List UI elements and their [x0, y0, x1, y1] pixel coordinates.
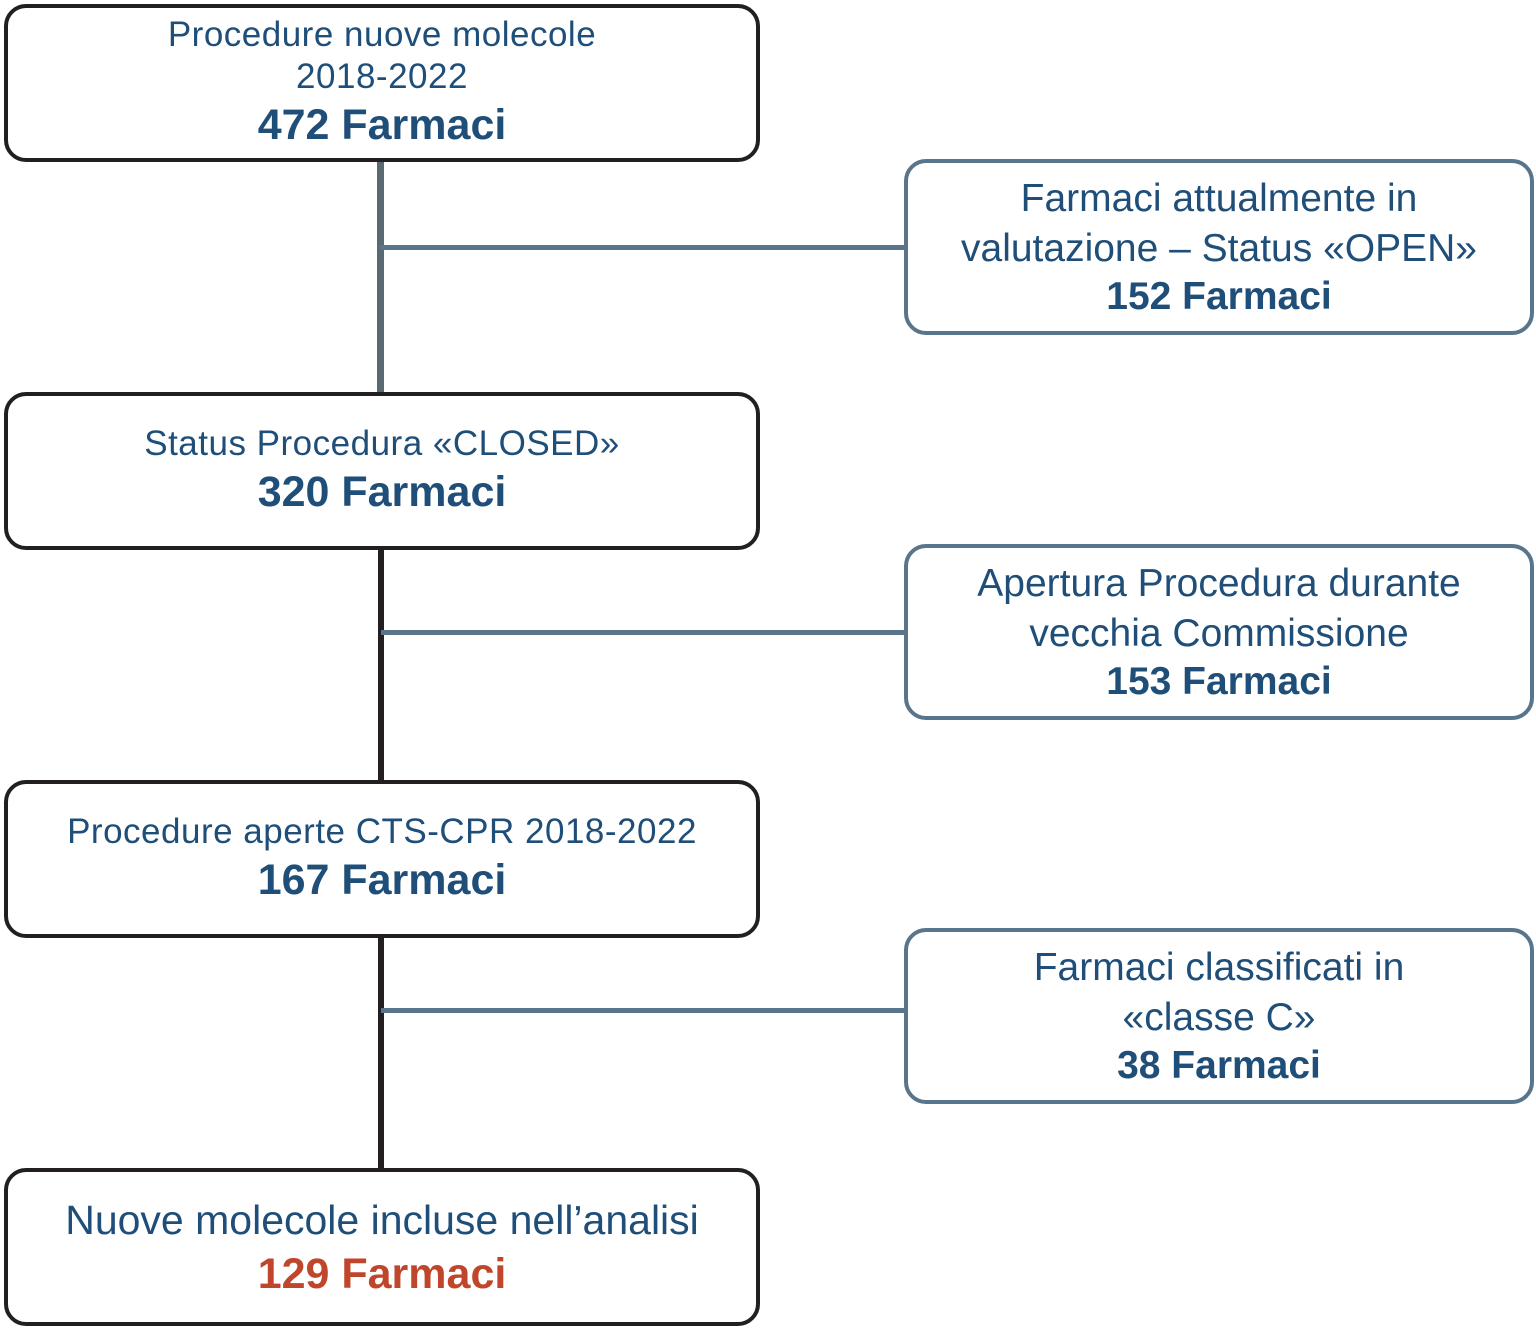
box-excluded-old-commission: Apertura Procedura durante vecchia Commi… — [904, 544, 1534, 720]
trunk-line-1 — [377, 160, 384, 394]
box-label-line: Status Procedura «CLOSED» — [144, 424, 620, 463]
branch-line-open — [380, 245, 906, 250]
box-excluded-class-c: Farmaci classificati in «classe C» 38 Fa… — [904, 928, 1534, 1104]
box-label-line: Farmaci classificati in — [1033, 946, 1405, 989]
box-count: 152 Farmaci — [1106, 275, 1332, 318]
box-label-line: Procedure aperte CTS-CPR 2018-2022 — [67, 812, 697, 851]
box-count: 472 Farmaci — [257, 101, 507, 149]
trunk-line-2 — [378, 548, 384, 782]
trunk-line-3 — [378, 936, 384, 1170]
box-label-line: «classe C» — [1122, 996, 1316, 1039]
box-procedure-aperte-cts-cpr: Procedure aperte CTS-CPR 2018-2022 167 F… — [4, 780, 760, 938]
box-count: 129 Farmaci — [257, 1250, 507, 1298]
box-label-line: Procedure nuove molecole — [167, 15, 597, 54]
box-count: 38 Farmaci — [1117, 1044, 1321, 1087]
box-count: 320 Farmaci — [257, 468, 507, 516]
box-label-line: 2018-2022 — [296, 57, 468, 96]
box-count: 153 Farmaci — [1106, 660, 1332, 703]
box-nuove-molecole-incluse: Nuove molecole incluse nell’analisi 129 … — [4, 1168, 760, 1326]
box-count: 167 Farmaci — [257, 856, 507, 904]
branch-line-old-commission — [381, 630, 906, 635]
box-label-line: vecchia Commissione — [1029, 612, 1409, 655]
box-status-closed: Status Procedura «CLOSED» 320 Farmaci — [4, 392, 760, 550]
box-label-line: valutazione – Status «OPEN» — [961, 227, 1477, 270]
box-procedure-nuove-molecole: Procedure nuove molecole 2018-2022 472 F… — [4, 4, 760, 162]
box-label-line: Apertura Procedura durante — [977, 562, 1461, 605]
box-label-line: Farmaci attualmente in — [1020, 177, 1418, 220]
box-excluded-status-open: Farmaci attualmente in valutazione – Sta… — [904, 159, 1534, 335]
box-label-line: Nuove molecole incluse nell’analisi — [65, 1197, 699, 1243]
branch-line-class-c — [381, 1008, 906, 1013]
